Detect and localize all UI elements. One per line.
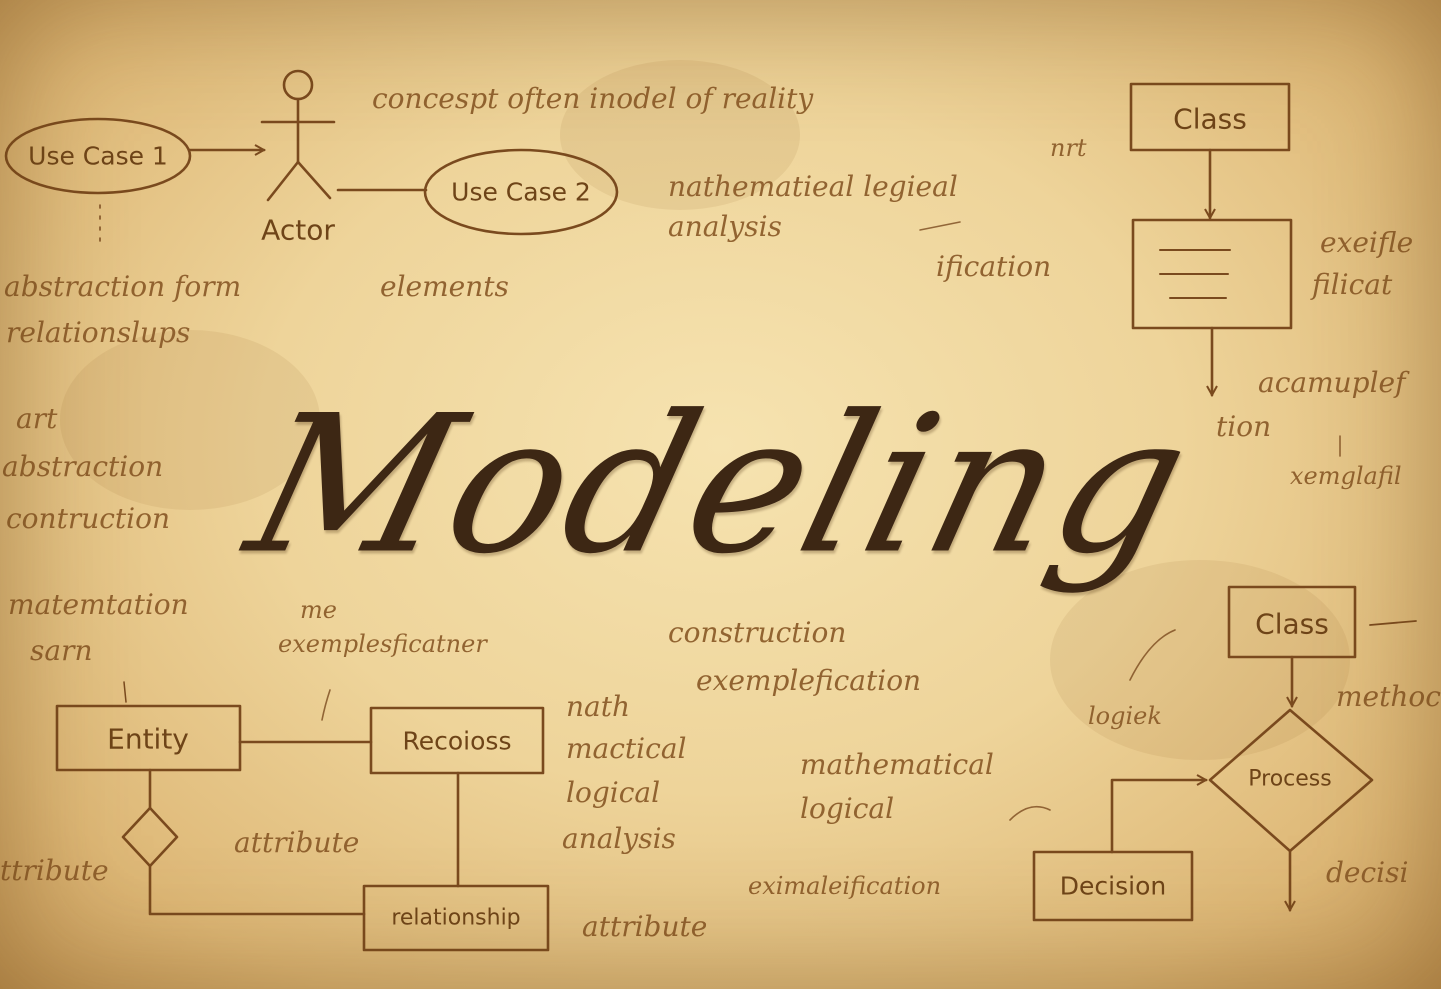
handwritten-note: nath: [566, 690, 631, 723]
handwritten-note: decisi: [1326, 856, 1409, 889]
handwritten-note: attribute: [234, 826, 360, 859]
handwritten-note: xemglafil: [1290, 462, 1402, 490]
decision-label: Decision: [1059, 871, 1167, 901]
handwritten-note: contruction: [6, 502, 171, 535]
handwritten-note: me: [300, 596, 337, 624]
use-case-1-label: Use Case 1: [28, 141, 168, 171]
class-top-label: Class: [1173, 102, 1247, 136]
handwritten-note: concespt often inodel of reality: [372, 82, 814, 115]
handwritten-note: mactical: [566, 732, 687, 765]
flow-class-side-line: [1369, 620, 1417, 626]
er-guide-tick: [123, 681, 127, 703]
relationship-label: relationship: [391, 905, 521, 931]
paper-stain: [560, 60, 800, 210]
handwritten-note: analysis: [562, 822, 676, 855]
actor-figure: [260, 69, 336, 202]
process-label: Process: [1248, 766, 1332, 792]
handwritten-note: sarn: [30, 634, 93, 667]
handwritten-note: matemtation: [8, 588, 189, 621]
handwritten-note: tion: [1216, 410, 1272, 443]
entity-label: Entity: [107, 722, 189, 756]
relation-label: Recoioss: [402, 726, 512, 756]
flow-class-label: Class: [1255, 607, 1329, 641]
handwritten-note: abstraction: [2, 450, 164, 483]
er-diamond: [121, 806, 179, 868]
handwritten-note: methoc: [1336, 680, 1441, 713]
handwritten-note: mathematical: [800, 748, 994, 781]
handwritten-note: construction: [668, 616, 847, 649]
actor-label: Actor: [261, 213, 335, 247]
handwritten-note: analysis: [668, 210, 782, 243]
stray-pen-strokes: [321, 221, 1341, 821]
handwritten-note: filicat: [1312, 268, 1393, 301]
handwritten-note: logical: [566, 776, 661, 809]
handwritten-note: exeifle: [1320, 226, 1414, 259]
handwritten-note: art: [16, 402, 58, 435]
handwritten-note: exemplesficatner: [278, 630, 487, 658]
use-case-2-ellipse: [423, 148, 619, 236]
class-detail-lines: [1159, 249, 1231, 299]
handwritten-note: attribute: [582, 910, 708, 943]
paper-stain: [1050, 560, 1350, 760]
handwritten-note: ification: [936, 250, 1052, 283]
handwritten-note: relationslups: [6, 316, 191, 349]
decision-to-process-arrow: [1110, 780, 1206, 854]
handwritten-note: elements: [380, 270, 509, 303]
diamond-relationship-link: [148, 864, 366, 916]
page-title: Modeling: [230, 374, 1210, 596]
handwritten-note: nathematieal legieal: [668, 170, 958, 203]
handwritten-note: exemplefication: [696, 664, 922, 697]
entity-box: [55, 704, 242, 772]
paper-stain: [60, 330, 320, 510]
handwritten-note: logiek: [1088, 702, 1162, 730]
use-case-2-label: Use Case 2: [451, 177, 591, 207]
handwritten-note: acamuplef: [1258, 366, 1406, 399]
use-case-1-ellipse: [4, 117, 192, 195]
handwritten-note: logical: [800, 792, 895, 825]
handwritten-note: abstraction form: [4, 270, 242, 303]
relationship-box: [362, 884, 550, 952]
handwritten-note: eximaleification: [748, 872, 942, 900]
handwritten-note: nrt: [1050, 134, 1087, 162]
handwritten-note: ttribute: [0, 854, 109, 887]
